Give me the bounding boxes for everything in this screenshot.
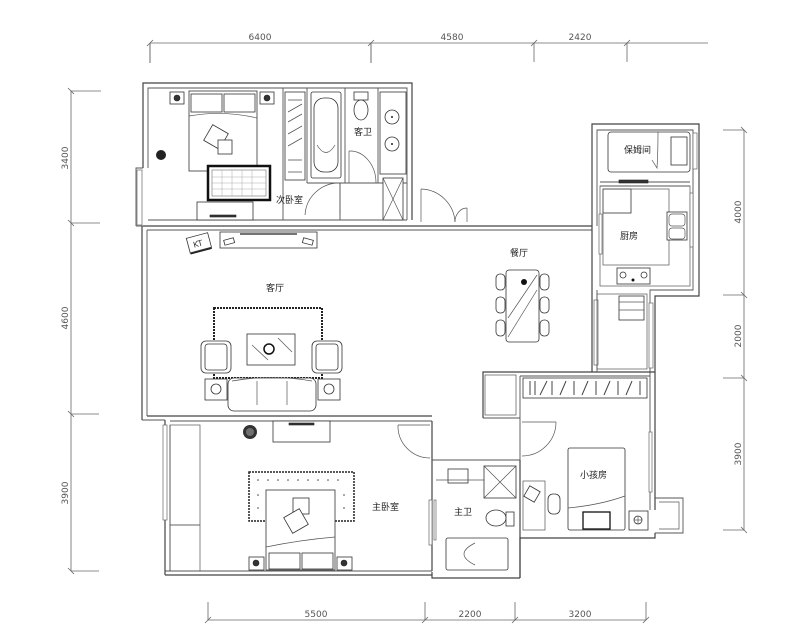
stove-icon: [616, 267, 651, 285]
tv-label: KT: [192, 238, 204, 249]
chair-icon: [539, 319, 550, 337]
room-kitchen: 厨房: [598, 185, 694, 287]
dim-top-3: 2420: [569, 33, 592, 43]
dimension-bottom: 5500 2200 3200: [204, 602, 650, 624]
label-kids-room: 小孩房: [580, 469, 607, 481]
wardrobe-icon: [284, 91, 306, 181]
room-kids: 小孩房: [484, 374, 653, 531]
bed-icon: [567, 447, 626, 531]
dim-bottom-1: 5500: [305, 610, 328, 620]
dim-left-3: 3900: [61, 481, 71, 504]
dimension-right: 4000 2000 3900: [723, 126, 748, 534]
toilet-icon: [485, 509, 507, 527]
sink-icon: [447, 468, 469, 484]
chair-icon: [523, 485, 541, 503]
room-guest-bath: 客卫: [310, 91, 407, 221]
room-secondary-bedroom: 次卧室: [156, 90, 341, 221]
room-living: KT 客厅: [185, 231, 343, 412]
dining-table-icon: [505, 269, 540, 343]
label-secondary-bedroom: 次卧室: [276, 194, 303, 206]
label-living-room: 客厅: [266, 282, 284, 294]
dim-left-2: 4600: [61, 306, 71, 329]
chair-icon: [495, 296, 506, 314]
dim-right-2: 2000: [734, 324, 744, 347]
dim-right-3: 3900: [734, 442, 744, 465]
dim-bottom-2: 2200: [459, 610, 482, 620]
chair-icon: [495, 319, 506, 337]
washer-icon: [618, 295, 645, 321]
toilet-icon: [353, 91, 369, 101]
sofa-icon: [227, 377, 317, 412]
label-maid-room: 保姆间: [624, 144, 651, 156]
service-balcony: [596, 293, 654, 370]
dimension-top: 6400 4580 2420: [146, 33, 708, 63]
tv-cabinet-icon: [219, 231, 318, 249]
dimension-top-ticks: [149, 43, 372, 63]
dim-left-1: 3400: [61, 146, 71, 169]
bed-icon: [607, 131, 691, 173]
desk-icon: [196, 201, 254, 221]
label-master-bath: 主卫: [454, 506, 472, 518]
chair-icon: [539, 273, 550, 291]
dim-right-1: 4000: [734, 200, 744, 223]
fridge-icon: [602, 188, 632, 214]
bathtub-icon: [445, 537, 509, 571]
chair-icon: [539, 296, 550, 314]
room-dining: 餐厅: [495, 247, 599, 366]
pillow-icon: [670, 136, 688, 166]
dim-bottom-3: 3200: [569, 610, 592, 620]
dimension-left: 3400 4600 3900: [61, 87, 101, 575]
label-kitchen: 厨房: [620, 230, 638, 242]
desk-icon: [272, 420, 331, 443]
dim-top-1: 6400: [249, 33, 272, 43]
dim-top-2: 4580: [441, 33, 464, 43]
label-dining-room: 餐厅: [510, 247, 528, 259]
room-maid: 保姆间: [607, 131, 698, 184]
plant-icon: [243, 425, 257, 439]
room-master-bath: 主卫: [433, 465, 517, 571]
plant-icon: [156, 150, 166, 160]
entrance-door: [420, 188, 468, 223]
label-guest-bath: 客卫: [354, 126, 372, 138]
label-master-bedroom: 主卧室: [372, 501, 399, 513]
room-master-bedroom: 主卧室: [169, 420, 433, 572]
tv-icon: KT: [185, 232, 212, 255]
chair-icon: [495, 273, 506, 291]
chair-icon: [547, 493, 561, 515]
